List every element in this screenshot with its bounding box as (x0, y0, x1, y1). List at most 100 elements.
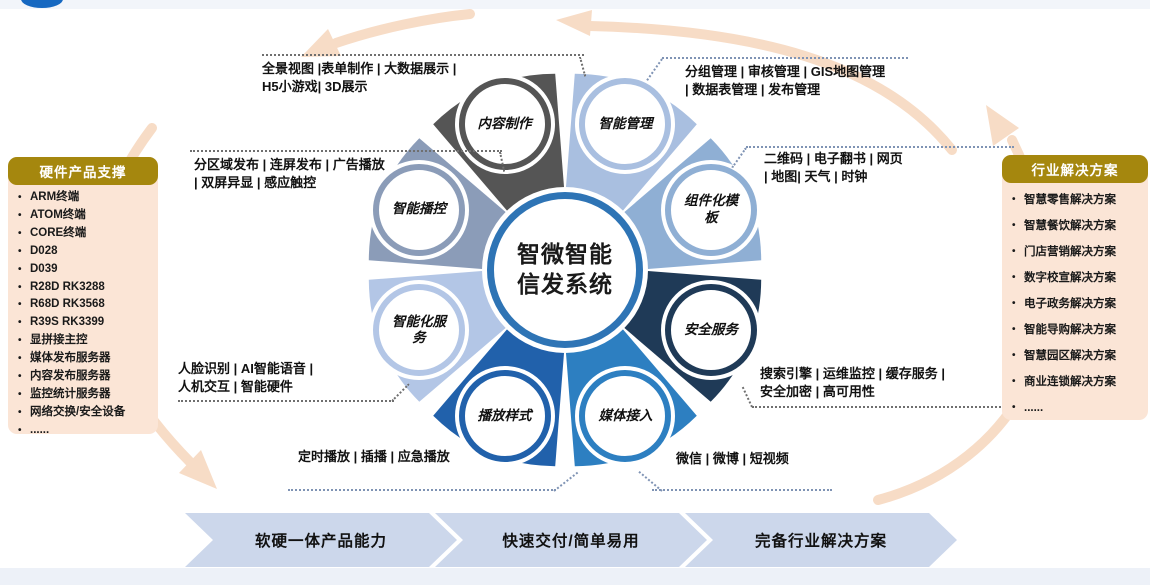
panel-item: 智慧零售解决方案 (1012, 187, 1142, 213)
panel-item: 电子政务解决方案 (1012, 291, 1142, 317)
leader-line-media-access (652, 489, 832, 491)
petal-label-smart-management: 智能管理 (598, 115, 653, 131)
petal-label-playback-styles: 播放样式 (477, 407, 532, 423)
petal-wedge-component-templates (575, 138, 762, 274)
panel-item: 门店营销解决方案 (1012, 239, 1142, 265)
leader-hook-security-services (741, 386, 753, 408)
leader-line-security-services (752, 406, 1052, 408)
panel-item: R68D RK3568 (18, 296, 152, 314)
petal-wedge-media-access (561, 280, 697, 467)
step-label-3: 完备行业解决方案 (754, 533, 887, 550)
leader-line-playback-styles (288, 489, 556, 491)
leader-line-smart-management (662, 57, 908, 59)
step-chevron-2: 快速交付/简单易用 (435, 513, 707, 567)
petal-circle-playback-styles: 播放样式 (458, 369, 551, 462)
note-line: 定时播放 | 插播 | 应急播放 (298, 449, 450, 464)
panel-item: ATOM终端 (18, 207, 152, 225)
note-smart-broadcast: 分区域发布 | 连屏发布 | 广告播放 | 双屏异显 | 感应触控 (194, 156, 385, 192)
leader-hook-smart-management (646, 58, 663, 81)
panel-item: 媒体发布服务器 (18, 350, 152, 368)
note-line: 全景视图 |表单制作 | 大数据展示 | (262, 61, 457, 76)
petal-wedge-smart-management (561, 73, 697, 260)
petal-circle-intelligent-services: 智能化服务 (373, 284, 466, 377)
petal-label-content-creation: 内容制作 (477, 115, 532, 131)
petal-label-media-access: 媒体接入 (598, 407, 653, 423)
leader-hook-playback-styles (553, 471, 579, 492)
petal-label-component-templates: 组件化模板 (683, 192, 738, 225)
note-media-access: 微信 | 微博 | 短视频 (676, 450, 789, 468)
petal-circle-smart-broadcast-control: 智能播控 (373, 163, 466, 256)
panel-item: 智慧园区解决方案 (1012, 343, 1142, 369)
leader-line-intelligent-services (178, 400, 394, 402)
orbit-arc-top-left (331, 9, 475, 48)
panel-item: 商业连锁解决方案 (1012, 369, 1142, 395)
panel-item: 数字校宣解决方案 (1012, 265, 1142, 291)
note-line: 分区域发布 | 连屏发布 | 广告播放 (194, 157, 385, 172)
leader-hook-media-access (638, 470, 663, 492)
corner-decoration (21, 0, 63, 8)
step-label-2: 快速交付/简单易用 (502, 533, 640, 550)
note-content-creation: 全景视图 |表单制作 | 大数据展示 | H5小游戏| 3D展示 (262, 60, 456, 96)
orbit-arrowhead-bottom-left (179, 450, 217, 489)
note-line: H5小游戏| 3D展示 (262, 79, 368, 95)
note-line: 二维码 | 电子翻书 | 网页 (764, 151, 903, 166)
orbit-arrowhead-top (556, 10, 592, 36)
leader-hook-smart-broadcast (499, 151, 506, 172)
leader-line-component-templates (746, 146, 1014, 148)
note-playback-styles: 定时播放 | 插播 | 应急播放 (298, 448, 450, 466)
petal-label-security-services: 安全服务 (683, 322, 738, 338)
note-line: | 双屏异显 | 感应触控 (194, 175, 317, 191)
leader-line-smart-broadcast (190, 150, 502, 152)
step-chevron-3: 完备行业解决方案 (685, 513, 957, 567)
note-line: 人脸识别 | AI智能语音 | (178, 361, 314, 376)
note-line: 安全加密 | 高可用性 (760, 384, 875, 400)
petal-circle-smart-management: 智能管理 (579, 78, 672, 171)
petal-label-intelligent-services: 智能化服务 (392, 313, 447, 346)
step-chevron-1: 软硬一体产品能力 (185, 513, 457, 567)
note-smart-management: 分组管理 | 审核管理 | GIS地图管理 | 数据表管理 | 发布管理 (685, 63, 885, 99)
leader-hook-component-templates (731, 147, 747, 169)
panel-item: ...... (1012, 395, 1142, 421)
petal-label-smart-broadcast-control: 智能播控 (392, 201, 447, 217)
note-line: | 地图| 天气 | 时钟 (764, 169, 868, 185)
panel-item: ...... (18, 422, 152, 440)
leader-hook-content-creation (579, 56, 587, 77)
panel-item: ARM终端 (18, 189, 152, 207)
hardware-panel-list: ARM终端ATOM终端CORE终端D028D039R28D RK3288R68D… (8, 189, 158, 440)
petal-wedge-security-services (575, 266, 762, 402)
petal-wedge-intelligent-services (368, 266, 555, 402)
panel-item: D039 (18, 261, 152, 279)
panel-item: 显拼接主控 (18, 332, 152, 350)
petal-circle-content-creation: 内容制作 (458, 78, 551, 171)
solutions-panel-list: 智慧零售解决方案智慧餐饮解决方案门店营销解决方案数字校宣解决方案电子政务解决方案… (1002, 187, 1148, 421)
petal-circle-security-services: 安全服务 (664, 284, 757, 377)
panel-item: R39S RK3399 (18, 314, 152, 332)
solutions-panel: 行业解决方案 智慧零售解决方案智慧餐饮解决方案门店营销解决方案数字校宣解决方案电… (1002, 155, 1148, 421)
petal-wedge-playback-styles (433, 280, 569, 467)
center-title: 智微智能 信发系统 (517, 240, 613, 300)
petal-wedge-smart-broadcast-control (368, 138, 555, 274)
leader-line-content-creation (262, 54, 584, 56)
panel-item: 内容发布服务器 (18, 368, 152, 386)
panel-item: 智慧餐饮解决方案 (1012, 213, 1142, 239)
panel-item: D028 (18, 243, 152, 261)
center-circle: 智微智能 信发系统 (487, 192, 643, 348)
panel-item: 监控统计服务器 (18, 386, 152, 404)
hardware-panel-title: 硬件产品支撑 (8, 157, 158, 185)
panel-item: CORE终端 (18, 225, 152, 243)
center-title-line2: 信发系统 (517, 271, 613, 297)
orbit-arrowhead-top-right (986, 105, 1019, 146)
step-label-1: 软硬一体产品能力 (254, 533, 387, 550)
petal-circle-media-access: 媒体接入 (579, 369, 672, 462)
solutions-panel-title: 行业解决方案 (1002, 155, 1148, 183)
orbit-arrowhead-left (301, 29, 341, 57)
top-strip (0, 0, 1150, 9)
leader-hook-intelligent-services (391, 383, 410, 402)
note-line: 微信 | 微博 | 短视频 (676, 451, 789, 466)
panel-item: 智能导购解决方案 (1012, 317, 1142, 343)
panel-item: R28D RK3288 (18, 279, 152, 297)
